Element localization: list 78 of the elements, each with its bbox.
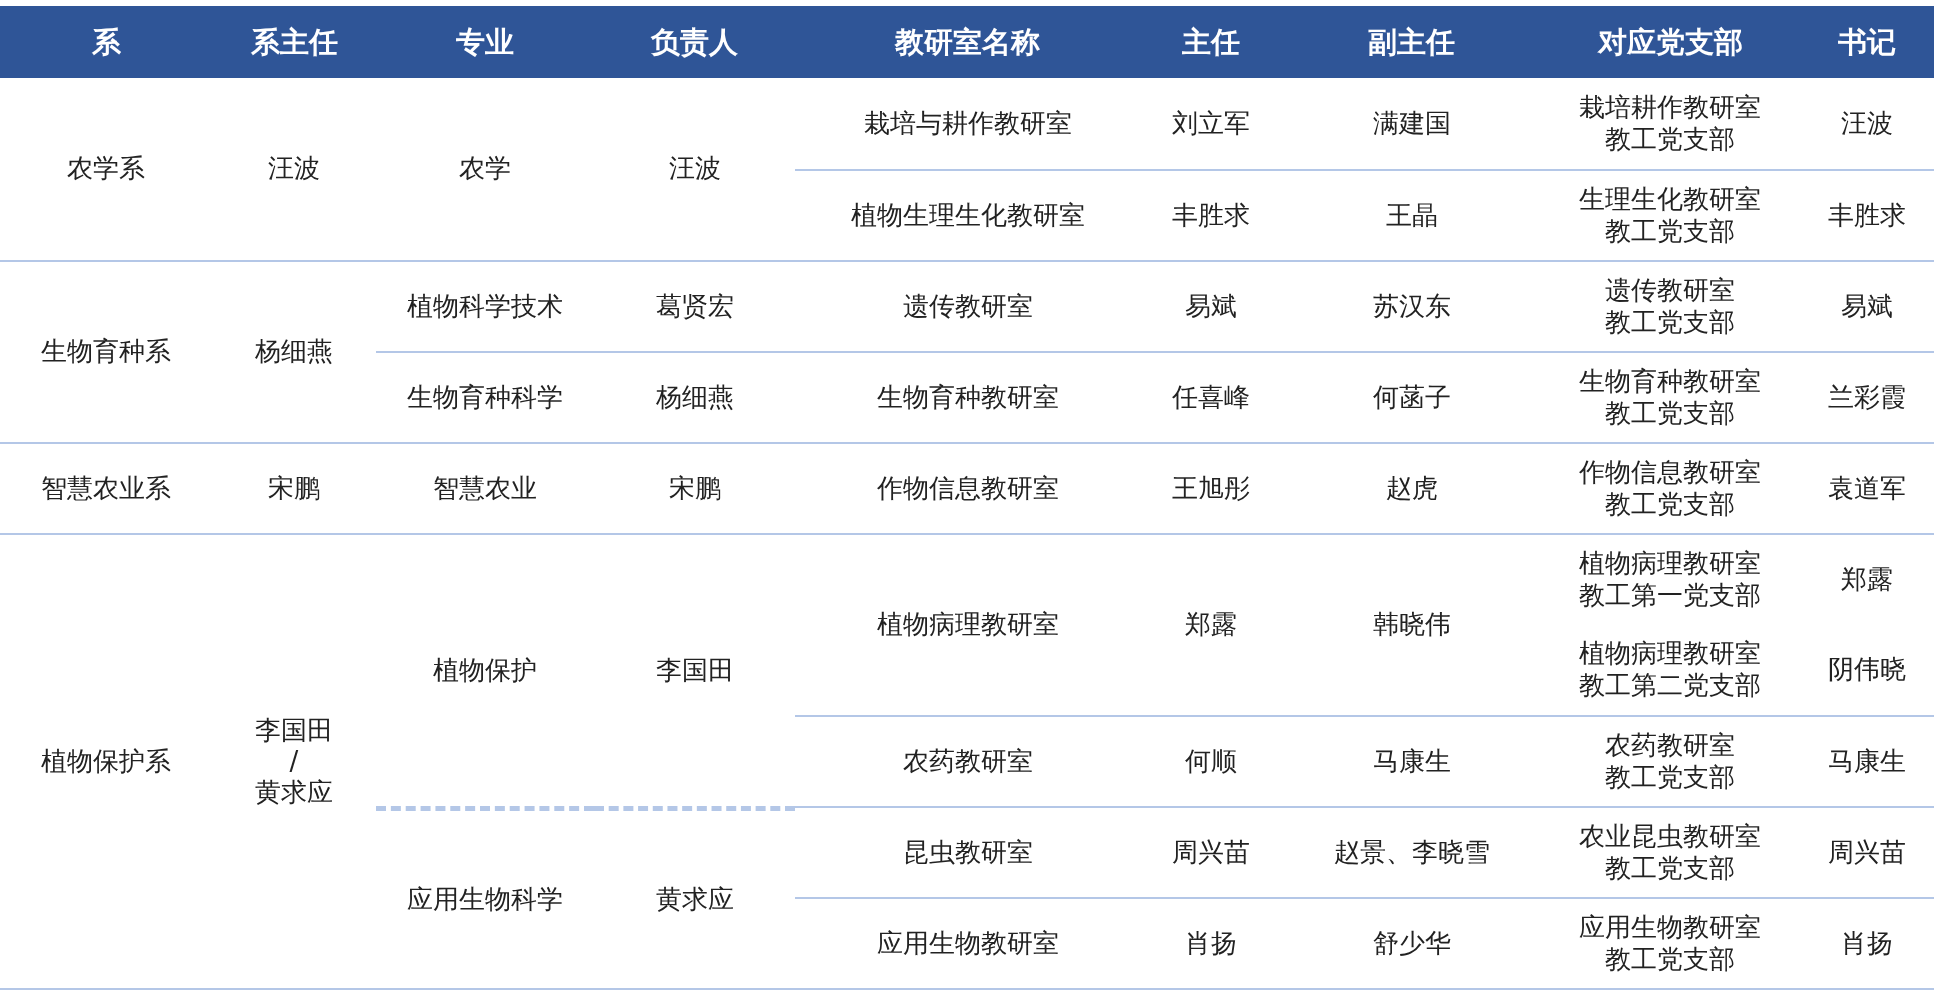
person-name: 李国田 [255,714,333,746]
person-name: 宋鹏 [268,472,320,505]
person-name: 汪波 [1841,107,1893,140]
person-name: 舒少华 [1372,927,1451,960]
party-branch-name: 植物病理教研室教工第一党支部 [1578,548,1763,611]
lab-name: 农药教研室 [902,745,1033,778]
party-branch-name: 农药教研室教工党支部 [1604,730,1737,793]
person-name: 杨细燕 [655,381,734,414]
lab-name: 栽培与耕作教研室 [863,107,1072,140]
person-name: 黄求应 [655,883,734,916]
person-name: 马康生 [1372,745,1451,778]
column-header: 对应党支部 [1598,23,1743,61]
column-header: 系 [91,23,121,61]
person-name: 丰胜求 [1828,199,1906,232]
person-name: 何顺 [1185,745,1237,778]
major-name: 智慧农业 [433,472,537,505]
major-name: 植物科学技术 [407,290,563,323]
major-name: 农学 [459,153,511,185]
lab-name: 应用生物教研室 [876,927,1059,960]
person-name: 周兴苗 [1828,836,1906,869]
lab-name: 植物病理教研室 [876,609,1059,641]
lab-name: 植物生理生化教研室 [850,199,1085,232]
column-header: 教研室名称 [895,23,1040,61]
major-name: 植物保护 [433,654,537,687]
person-name: 任喜峰 [1172,381,1250,414]
person-name: 郑露 [1841,563,1893,596]
lab-name: 作物信息教研室 [876,472,1059,505]
person-name: 刘立军 [1172,107,1250,140]
lab-name: 昆虫教研室 [902,836,1033,869]
person-name: 王晶 [1385,199,1438,232]
department-name: 植物保护系 [41,745,171,778]
person-name: 韩晓伟 [1372,609,1451,641]
person-name: 易斌 [1185,290,1237,323]
party-branch-name: 植物病理教研室教工第二党支部 [1578,638,1763,701]
person-name: 黄求应 [255,777,333,809]
person-name: 兰彩霞 [1828,381,1906,414]
department-name: 智慧农业系 [41,472,171,505]
person-name: 丰胜求 [1172,199,1250,232]
person-name: 赵景、李晓雪 [1333,836,1490,869]
name-separator: / [289,745,299,778]
column-header: 副主任 [1368,23,1455,61]
major-name: 生物育种科学 [407,381,563,414]
person-name: 汪波 [668,153,721,185]
party-branch-name: 作物信息教研室教工党支部 [1578,457,1763,520]
person-name: 易斌 [1841,290,1893,323]
column-header: 主任 [1182,23,1240,61]
column-header: 负责人 [651,23,738,61]
lab-name: 生物育种教研室 [876,381,1059,414]
person-name: 何菡子 [1372,381,1451,414]
person-name: 李国田 [655,654,734,687]
column-header: 书记 [1838,23,1896,61]
party-branch-name: 应用生物教研室教工党支部 [1578,912,1763,975]
party-branch-name: 栽培耕作教研室教工党支部 [1578,92,1763,155]
person-name: 王旭彤 [1172,472,1250,505]
major-name: 应用生物科学 [407,883,563,916]
person-name: 苏汉东 [1372,290,1451,323]
party-branch-name: 遗传教研室教工党支部 [1604,275,1737,338]
party-branch-name: 生物育种教研室教工党支部 [1578,366,1763,429]
person-name: 赵虎 [1385,472,1438,505]
column-header: 专业 [456,23,514,61]
person-name: 袁道军 [1828,472,1906,505]
person-name: 肖扬 [1185,927,1237,960]
person-name: 满建国 [1372,107,1451,140]
person-name: 葛贤宏 [655,290,734,323]
person-name: 杨细燕 [255,336,333,368]
person-name: 郑露 [1185,609,1237,641]
column-header: 系主任 [250,23,338,61]
person-name: 汪波 [268,153,320,185]
person-name: 周兴苗 [1172,836,1250,869]
department-name: 生物育种系 [41,336,171,368]
party-branch-name: 生理生化教研室教工党支部 [1578,184,1763,247]
person-name: 宋鹏 [668,472,721,505]
person-name: 肖扬 [1841,927,1893,960]
lab-name: 遗传教研室 [902,290,1033,323]
person-name: 阴伟晓 [1828,653,1906,686]
person-name: 马康生 [1828,745,1906,778]
party-branch-name: 农业昆虫教研室教工党支部 [1578,821,1763,884]
department-name: 农学系 [67,153,145,185]
